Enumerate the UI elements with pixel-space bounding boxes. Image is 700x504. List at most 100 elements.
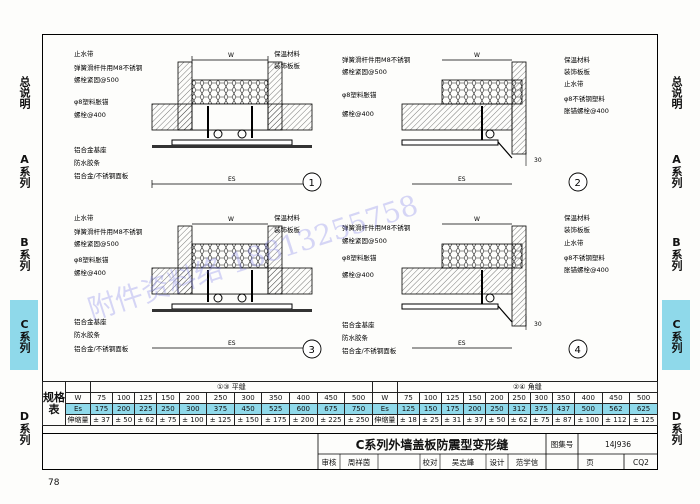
table-cell: 175 — [441, 403, 465, 415]
detail4-label-6: 防水胶条 — [342, 333, 369, 342]
page-number: 78 — [48, 478, 60, 488]
table-cell: ± 175 — [261, 414, 290, 426]
detail-1: W ES 止水带 弹簧滑杆件用M8不锈钢 螺栓紧固@500 φ8塑料胀锚 螺栓@… — [74, 49, 322, 192]
review-name: 周祥茵 — [347, 457, 371, 467]
detail3-label-r1: 保温材料 — [274, 213, 301, 222]
table-cell: ± 200 — [289, 414, 318, 426]
detail2-label-r1: 保温材料 — [564, 55, 591, 64]
table-cell: 300 — [233, 392, 263, 404]
spec-row-label-es-2: Es — [371, 403, 398, 415]
table-cell: 312 — [507, 403, 531, 415]
detail3-dim-es: ES — [228, 340, 236, 347]
detail3-label-8: 铝合金/不锈钢面板 — [74, 344, 129, 353]
table-cell: 500 — [629, 392, 658, 404]
detail2-dim-w: W — [474, 52, 480, 59]
detail2-label-r5: 胀锚螺栓@400 — [564, 106, 609, 115]
table-cell: 125 — [396, 403, 420, 415]
spec-row-w: W 75 100 125 150 200 250 300 350 400 450… — [43, 392, 658, 404]
title-block-grid — [42, 433, 658, 470]
table-cell: ± 50 — [112, 414, 136, 426]
spec-table-title: 规格表 — [42, 381, 66, 426]
drawing-frame — [42, 34, 658, 470]
table-cell: 150 — [418, 403, 443, 415]
detail1-label-2: 弹簧滑杆件用M8不锈钢 — [74, 63, 143, 72]
detail3-label-1: 止水带 — [74, 213, 94, 222]
table-cell: 500 — [573, 403, 603, 415]
detail4-label-5: 铝合金基座 — [342, 320, 375, 329]
spec-row-move: 伸缩量 ± 37 ± 50 ± 62 ± 75 ± 100 ± 125 ± 15… — [43, 414, 658, 426]
detail4-dim-es: ES — [458, 340, 466, 347]
table-cell: ± 37 — [463, 414, 487, 426]
table-cell: 675 — [316, 403, 346, 415]
right-tab-b-series[interactable]: B系列 — [670, 235, 683, 271]
detail3-label-7: 防水胶条 — [74, 330, 101, 339]
page-code: CQ2 — [633, 457, 649, 467]
detail3-label-4: φ8塑料胀锚 — [74, 255, 109, 264]
table-cell: ± 225 — [316, 414, 346, 426]
detail2-label-3: φ8塑料胀锚 — [342, 90, 377, 99]
table-cell: 100 — [112, 392, 136, 404]
right-tab-c-series[interactable]: C系列 — [662, 300, 690, 370]
detail-drawings: W ES 止水带 弹簧滑杆件用M8不锈钢 螺栓紧固@500 φ8塑料胀锚 螺栓@… — [74, 49, 609, 359]
right-tab-d-series[interactable]: D系列 — [670, 409, 683, 445]
table-cell: 125 — [134, 392, 158, 404]
spec-row-label-es: Es — [65, 403, 91, 415]
detail1-label-r1: 保温材料 — [274, 49, 301, 58]
spec-header-row: 规格表 ①③ 平缝 ②④ 角缝 — [42, 381, 659, 426]
table-cell: 562 — [601, 403, 631, 415]
left-tab-general[interactable]: 总说明 — [18, 75, 31, 109]
table-cell: 150 — [463, 392, 487, 404]
table-cell: 450 — [316, 392, 346, 404]
table-cell: 150 — [156, 392, 180, 404]
review-label: 审核 — [321, 457, 337, 467]
spec-row-label-move: 伸缩量 — [65, 414, 91, 426]
table-cell: 350 — [551, 392, 575, 404]
left-tab-d-series[interactable]: D系列 — [18, 409, 31, 445]
detail1-label-6: 铝合金基座 — [74, 145, 107, 154]
atlas-label: 图集号 — [550, 439, 574, 449]
table-cell: 750 — [344, 403, 373, 415]
detail2-dim-es: ES — [458, 176, 466, 183]
detail3-label-3: 螺栓紧固@500 — [74, 239, 119, 248]
detail3-label-5: 螺栓@400 — [74, 268, 106, 277]
detail1-dim-w: W — [228, 52, 234, 59]
table-cell: ± 75 — [156, 414, 180, 426]
left-tab-a-series[interactable]: A系列 — [18, 152, 31, 188]
check-label: 校对 — [422, 457, 438, 467]
detail1-label-4: φ8塑料胀锚 — [74, 97, 109, 106]
right-tab-a-series[interactable]: A系列 — [670, 152, 683, 188]
detail-2: W 30 ES 弹簧滑杆件用M8不锈钢 螺栓紧固@500 φ8塑料胀锚 螺栓@4… — [342, 52, 609, 192]
detail3-dim-w: W — [228, 216, 234, 223]
table-cell: 450 — [601, 392, 631, 404]
detail4-dim-30: 30 — [534, 321, 542, 328]
left-tab-b-series[interactable]: B系列 — [18, 235, 31, 271]
table-cell: 500 — [344, 392, 373, 404]
detail4-label-r3: 止水带 — [564, 238, 584, 247]
detail2-label-1: 弹簧滑杆件用M8不锈钢 — [342, 55, 411, 64]
table-cell: ± 125 — [206, 414, 235, 426]
detail4-label-r2: 装饰板板 — [564, 225, 591, 234]
detail4-label-r5: 胀锚螺栓@400 — [564, 265, 609, 274]
table-cell: 125 — [441, 392, 465, 404]
table-cell: 375 — [529, 403, 553, 415]
spec-row-label-w-2: W — [371, 392, 398, 404]
detail2-label-r2: 装饰板板 — [564, 67, 591, 76]
design-name: 范学信 — [515, 457, 539, 467]
spec-row-label-w: W — [65, 392, 91, 404]
left-tab-c-series[interactable]: C系列 — [10, 300, 38, 370]
detail2-label-r3: 止水带 — [564, 79, 584, 88]
detail4-label-3: φ8塑料胀锚 — [342, 253, 377, 262]
table-cell: 437 — [551, 403, 575, 415]
detail1-label-3: 螺栓紧固@500 — [74, 75, 119, 84]
table-cell: ± 37 — [89, 414, 114, 426]
detail-4: W 30 ES 弹簧滑杆件用M8不锈钢 螺栓紧固@500 φ8塑料胀锚 螺栓@4… — [342, 213, 609, 359]
detail3-label-6: 铝合金基座 — [74, 317, 107, 326]
detail4-label-7: 铝合金/不锈钢面板 — [342, 346, 397, 355]
table-cell: 400 — [289, 392, 318, 404]
table-cell: 200 — [178, 392, 208, 404]
right-tab-general[interactable]: 总说明 — [670, 75, 683, 109]
table-cell: ± 112 — [601, 414, 631, 426]
detail1-label-1: 止水带 — [74, 49, 94, 58]
detail2-dim-30: 30 — [534, 157, 542, 164]
